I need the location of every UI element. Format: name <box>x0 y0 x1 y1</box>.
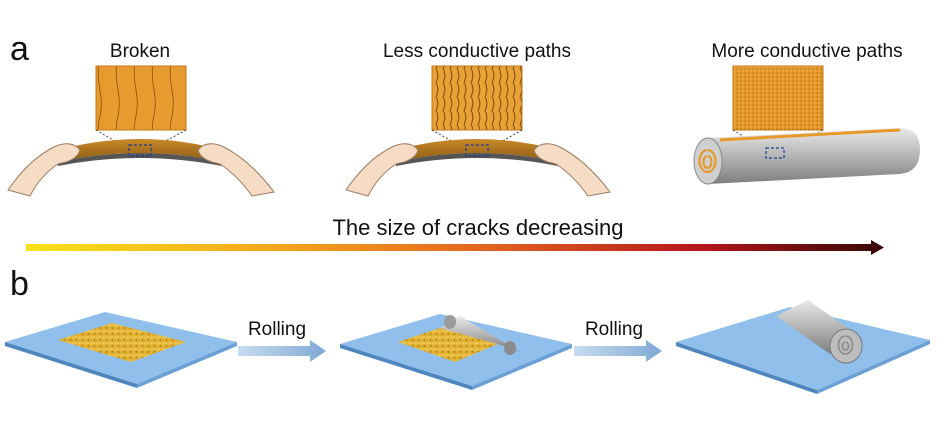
label-more-conductive: More conductive paths <box>711 41 902 62</box>
flat-substrate-icon <box>676 307 930 390</box>
hand-left-icon <box>345 143 419 197</box>
rolled-film-icon <box>708 128 920 184</box>
label-less-conductive: Less conductive paths <box>383 41 571 62</box>
gradient-arrow-head <box>871 240 884 255</box>
rolling-arrow-2 <box>574 340 662 362</box>
stage-more-conductive <box>693 65 920 185</box>
rolling-arrow-1 <box>238 340 326 362</box>
substrate-3 <box>676 300 930 394</box>
gradient-arrow-bar <box>26 244 872 251</box>
label-broken: Broken <box>110 41 170 62</box>
hand-right-icon <box>533 143 611 197</box>
film-strip-less <box>396 139 558 162</box>
stage-less-conductive <box>345 65 611 197</box>
hand-right-icon <box>197 143 275 197</box>
gold-film-2 <box>398 328 498 362</box>
partial-roll-icon <box>440 316 520 352</box>
film-strip-broken <box>58 139 222 162</box>
crack-size-caption: The size of cracks decreasing <box>332 215 623 240</box>
panel-b-letter: b <box>10 265 29 303</box>
zoom-inset-less <box>431 65 523 131</box>
zoom-inset-broken <box>95 65 187 131</box>
stage-broken <box>7 65 275 197</box>
gold-film-1 <box>58 323 186 362</box>
rolling-label-1: Rolling <box>248 319 306 340</box>
hand-left-icon <box>7 143 81 197</box>
rolling-label-2: Rolling <box>585 319 643 340</box>
substrate-1 <box>5 312 237 388</box>
substrate-2 <box>340 314 572 390</box>
panel-a-letter: a <box>10 30 29 68</box>
zoom-inset-more <box>732 65 824 131</box>
